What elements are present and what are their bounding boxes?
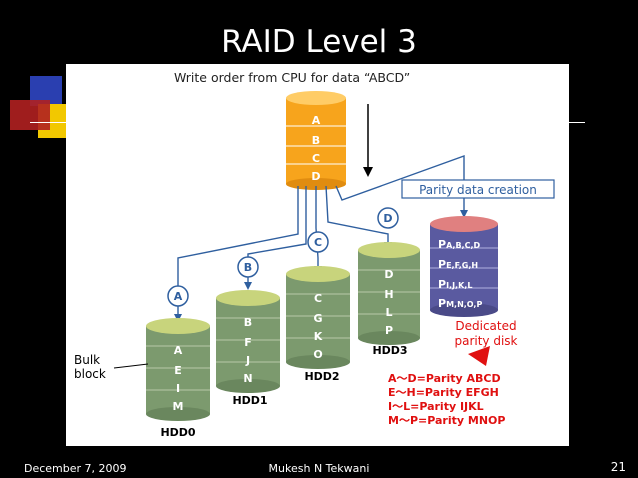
circle-label-c: C: [307, 231, 329, 253]
parity-block-2: PE,F,G,H: [438, 258, 478, 271]
circle-label-b: B: [237, 256, 259, 278]
hdd3-stack: D H L P: [358, 242, 420, 345]
hdd0-block-1: A: [174, 344, 183, 357]
hdd1-block-1: B: [244, 316, 252, 329]
hdd1-block-2: F: [244, 336, 252, 349]
slide-title: RAID Level 3: [221, 24, 417, 60]
hdd0-stack: A E I M: [146, 318, 210, 421]
parity-block-3: PI,J,K,L: [438, 278, 472, 291]
parity-legend-3: I〜L=Parity IJKL: [388, 400, 484, 413]
cpu-block-d: D: [311, 170, 320, 183]
footer-date: December 7, 2009: [24, 462, 127, 475]
hdd3-block-3: L: [385, 306, 392, 319]
svg-text:D: D: [383, 212, 392, 225]
svg-text:C: C: [314, 236, 322, 249]
decor-square-red: [10, 100, 50, 130]
circle-label-a: A: [167, 285, 189, 307]
hdd1-block-3: J: [245, 354, 250, 367]
diagram-header: Write order from CPU for data “ABCD”: [174, 70, 410, 85]
parity-creation-box: [401, 179, 555, 199]
parity-block-4: PM,N,O,P: [438, 297, 482, 310]
cpu-stack: A B C D: [286, 91, 346, 190]
bulk-label-line2: block: [74, 367, 106, 381]
hdd2-block-4: O: [313, 348, 322, 361]
hdd0-label: HDD0: [160, 426, 195, 439]
parity-block-1: PA,B,C,D: [438, 238, 480, 251]
hdd2-block-1: C: [314, 292, 322, 305]
bulk-pointer-line: [113, 363, 149, 369]
footer-author: Mukesh N Tekwani: [268, 462, 370, 475]
hdd2-label: HDD2: [304, 370, 339, 383]
hdd2-block-3: K: [314, 330, 323, 343]
hdd3-block-2: H: [384, 288, 393, 301]
parity-legend-1: A〜D=Parity ABCD: [388, 372, 501, 385]
hdd0-block-3: I: [176, 382, 180, 395]
hdd1-block-4: N: [243, 372, 252, 385]
red-down-arrow: [468, 346, 490, 366]
hdd3-block-4: P: [385, 324, 393, 337]
parity-legend-2: E〜H=Parity EFGH: [388, 386, 499, 399]
cpu-block-a: A: [312, 114, 321, 127]
hdd2-stack: C G K O: [286, 266, 350, 369]
hdd1-label: HDD1: [232, 394, 267, 407]
hdd1-stack: B F J N: [216, 290, 280, 393]
raid3-diagram: Write order from CPU for data “ABCD” A B…: [66, 64, 569, 446]
hdd0-block-2: E: [174, 364, 182, 377]
hdd2-block-2: G: [313, 312, 322, 325]
parity-legend-4: M〜P=Parity MNOP: [388, 414, 505, 427]
hdd0-block-4: M: [173, 400, 184, 413]
hdd3-block-1: D: [384, 268, 393, 281]
parity-disk-stack: PA,B,C,D PE,F,G,H PI,J,K,L PM,N,O,P: [430, 216, 498, 317]
svg-text:B: B: [244, 261, 252, 274]
cpu-block-c: C: [312, 152, 320, 165]
bulk-label-line1: Bulk: [74, 353, 100, 367]
cpu-block-b: B: [312, 134, 320, 147]
page-number: 21: [610, 460, 626, 474]
svg-text:A: A: [174, 290, 183, 303]
circle-label-d: D: [377, 207, 399, 229]
parity-creation-label: Parity data creation: [419, 183, 537, 197]
dedicated-label-line1: Dedicated: [455, 319, 516, 333]
hdd3-label: HDD3: [372, 344, 407, 357]
dedicated-label-line2: parity disk: [454, 334, 517, 348]
